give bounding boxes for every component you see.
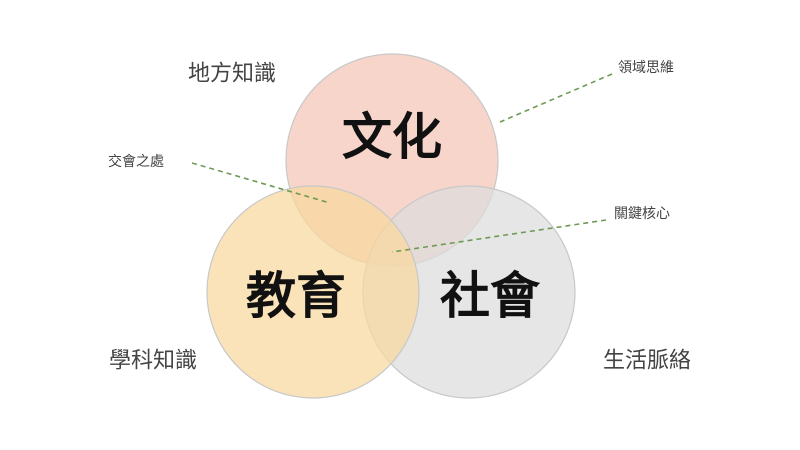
leader-lines (191, 73, 613, 253)
callout-labels: 領域思維 交會之處 關鍵核心 (108, 59, 674, 222)
circle-label-culture: 文化 (342, 108, 442, 166)
circle-education (206, 185, 420, 399)
domain-label-life-context: 生活脈絡 (603, 349, 691, 374)
circle-label-education: 教育 (246, 267, 346, 325)
circle-label-society: 社會 (440, 267, 541, 325)
venn-circles (206, 53, 576, 399)
callout-label-key-core: 關鍵核心 (614, 206, 670, 222)
leader-line-key-core (391, 219, 607, 253)
circle-labels: 文化 教育 社會 (246, 108, 541, 325)
domain-label-local-knowledge: 地方知識 (188, 62, 276, 87)
callout-label-intersection: 交會之處 (108, 153, 164, 170)
callout-label-domain-thinking: 領域思維 (618, 59, 674, 76)
domain-labels: 地方知識 學科知識 生活脈絡 (109, 62, 691, 374)
leader-line-intersection (191, 162, 331, 204)
leader-line-domain-thinking (499, 73, 613, 123)
domain-label-subject-knowledge: 學科知識 (109, 349, 197, 374)
